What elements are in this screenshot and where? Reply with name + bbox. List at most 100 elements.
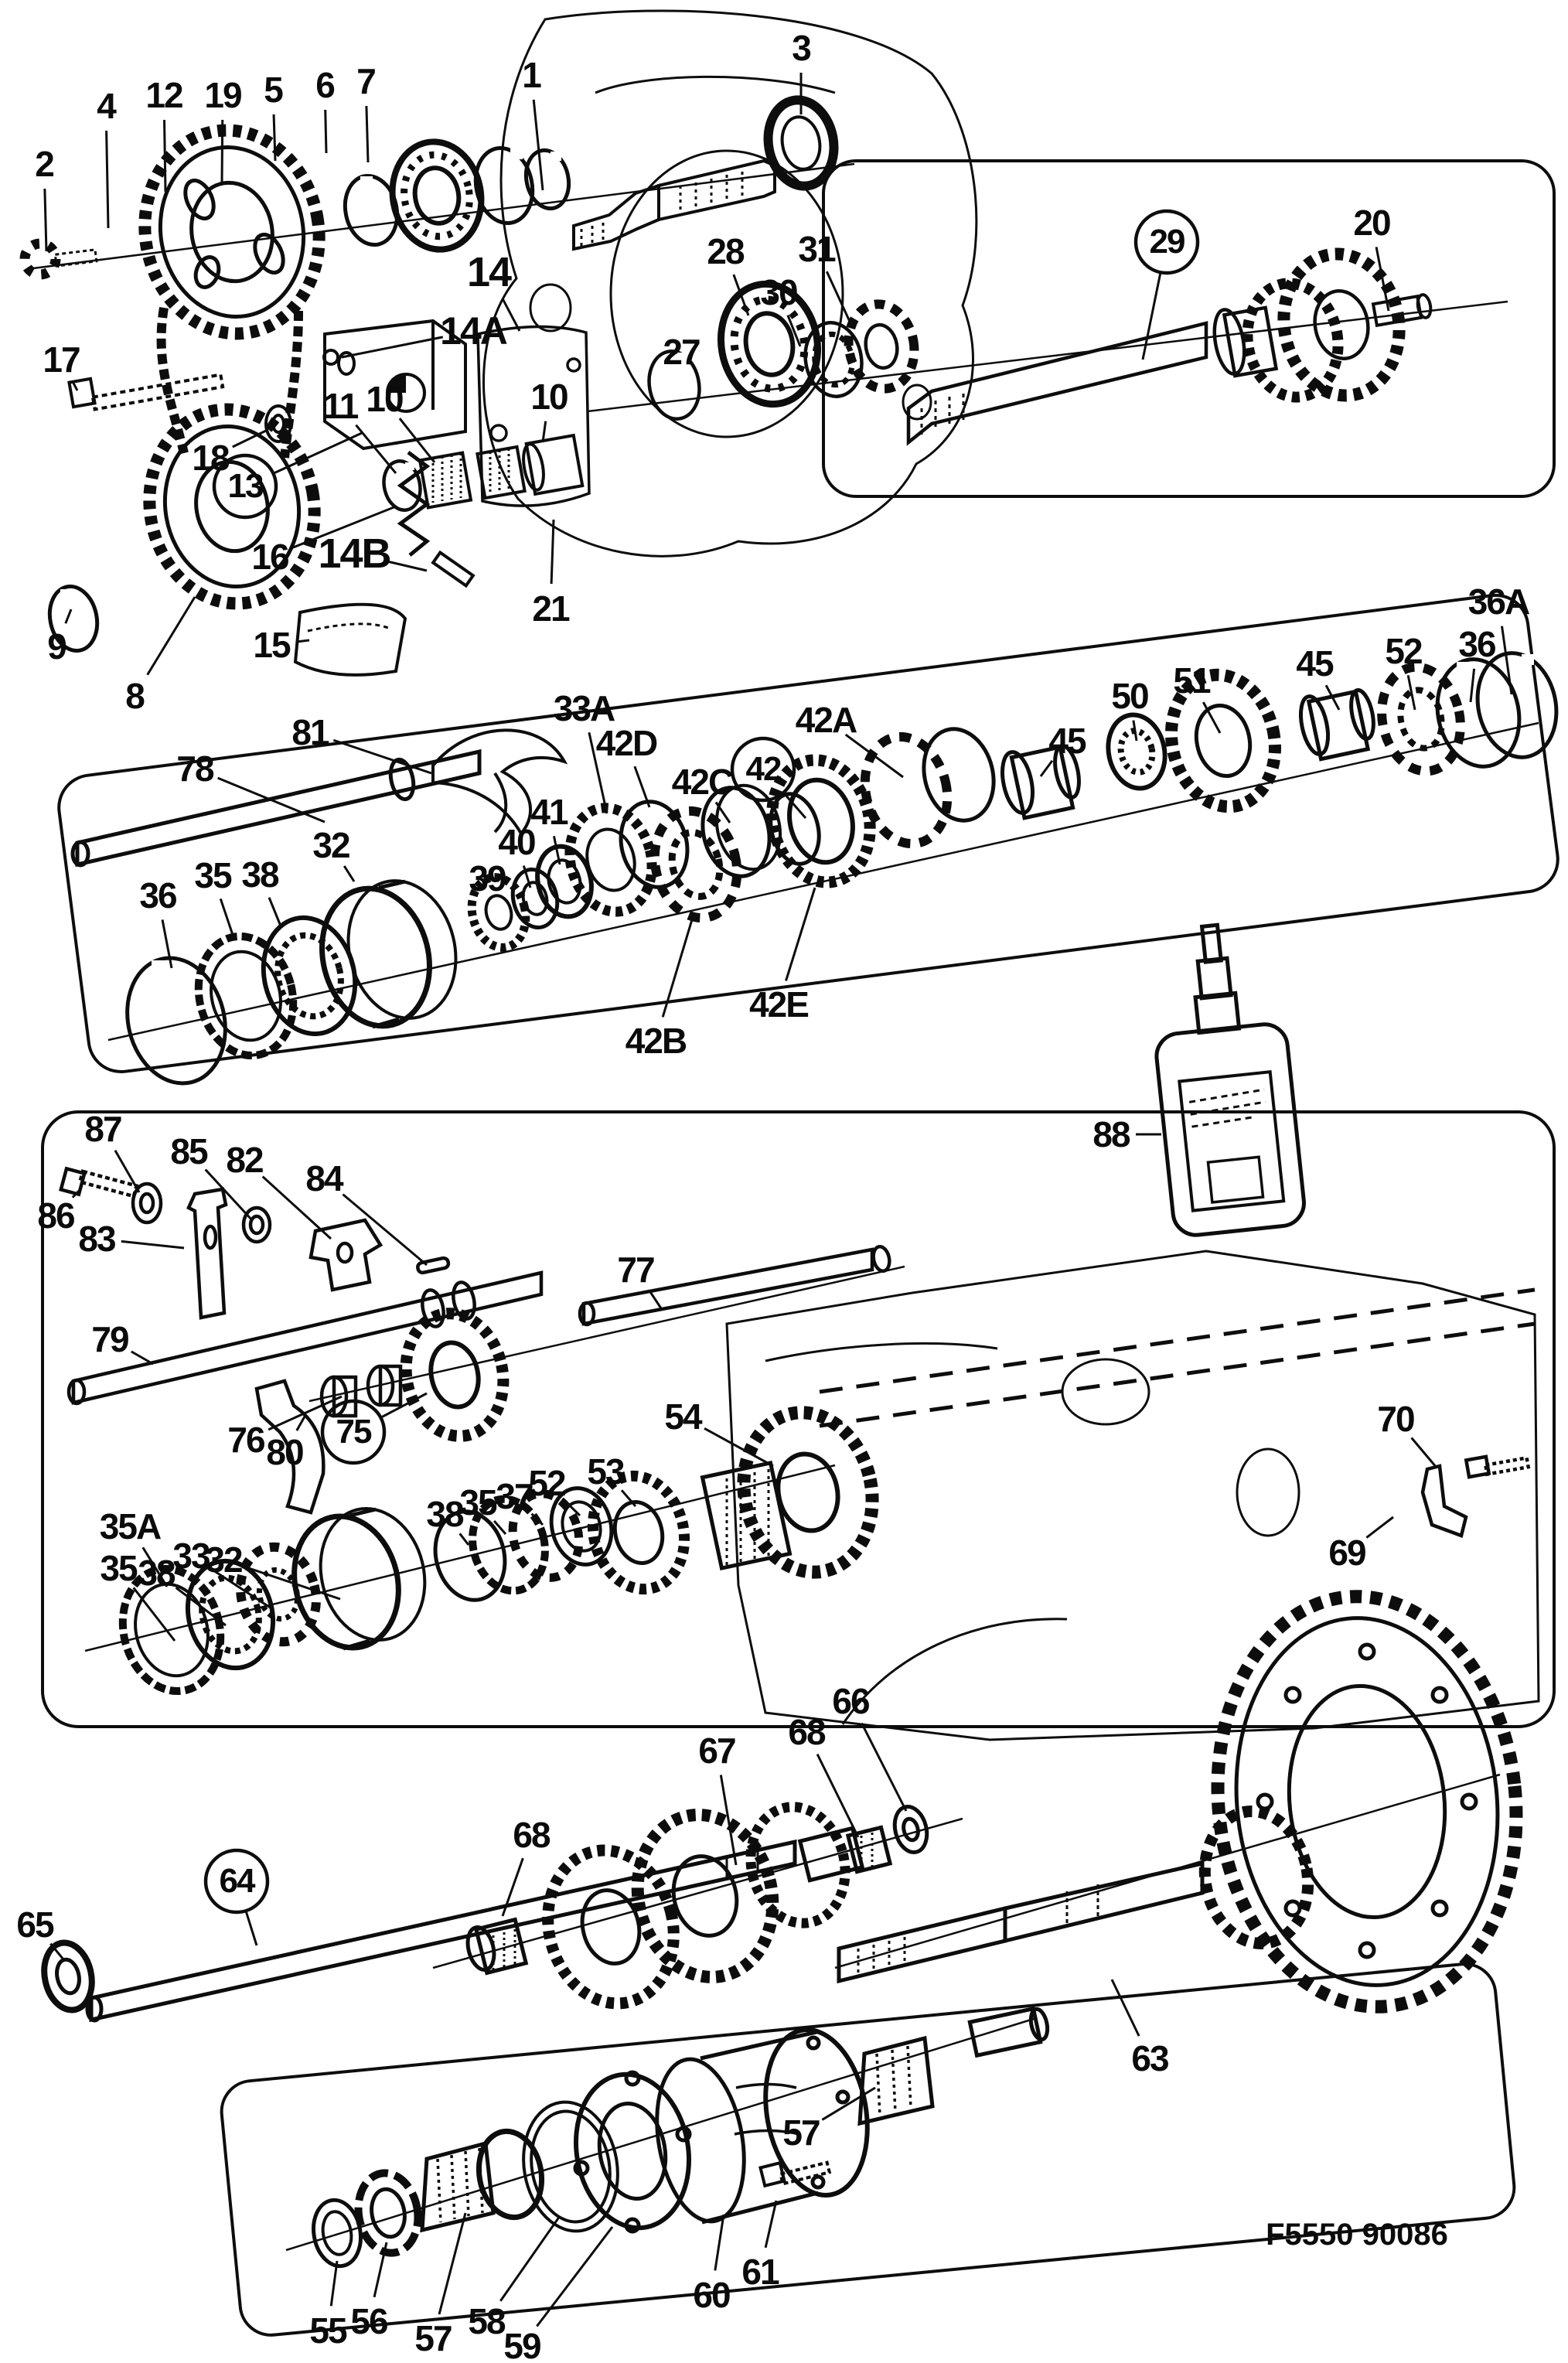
leader-53 (620, 1489, 637, 1507)
gear-set-band (70, 651, 1559, 1086)
part-label-11: 11 (322, 386, 360, 426)
part-label-31: 31 (798, 229, 836, 269)
sprocket-4-12 (138, 124, 326, 340)
part-label-54: 54 (664, 1396, 702, 1437)
label-circle-29 (1133, 209, 1200, 275)
leader-75 (381, 1392, 428, 1418)
drive-pinion-gear (1198, 1805, 1314, 1949)
leader-45 (1039, 759, 1054, 777)
leader-7 (365, 105, 370, 163)
leader-14B (383, 559, 428, 572)
part-label-4: 4 (97, 86, 117, 126)
pin-84 (416, 1256, 451, 1275)
countershaft-64-group (41, 1839, 797, 2023)
leader-52 (563, 1499, 581, 1517)
leader-70 (1410, 1437, 1438, 1468)
part-label-70: 70 (1377, 1399, 1415, 1439)
leader-42C (714, 801, 731, 823)
part-label-67: 67 (698, 1730, 736, 1771)
leader-10 (398, 418, 436, 463)
leader-42B (661, 916, 694, 1018)
shift-fork-80 (254, 1379, 326, 1515)
leader-56 (373, 2242, 388, 2298)
part-label-75: 75 (336, 1413, 373, 1451)
stud-20 (1371, 293, 1433, 328)
part-label-36: 36 (139, 875, 177, 916)
part-label-68: 68 (513, 1815, 551, 1855)
part-label-10: 10 (366, 379, 404, 419)
washer-18-inner (271, 414, 285, 434)
leader-51 (1202, 701, 1222, 734)
main-shaft-29 (906, 247, 1406, 446)
gear-75 (400, 1308, 510, 1442)
part-label-64: 64 (219, 1862, 256, 1900)
bell-housing-outline (482, 9, 978, 558)
part-label-36a: 36A (1467, 581, 1530, 622)
valve-block-13 (323, 319, 467, 451)
bearing-5 (389, 138, 485, 253)
group-boxes (41, 159, 1559, 2337)
leader-5 (272, 114, 277, 162)
part-label-57: 57 (782, 2112, 820, 2153)
leader-35 (219, 898, 235, 938)
part-label-28: 28 (707, 231, 745, 271)
snap-ring-36-right (1435, 657, 1522, 769)
cluster-gear-group (465, 1802, 929, 2010)
part-label-76: 76 (227, 1420, 265, 1460)
washer-87 (131, 1182, 163, 1225)
group-box-differential (220, 1962, 1516, 2337)
shift-rail-78 (70, 748, 482, 868)
synchro-35-2r (469, 1495, 549, 1595)
leader-63 (1110, 1979, 1140, 2037)
leader-57 (438, 2212, 467, 2315)
selector-group (59, 1166, 1531, 1538)
shaft-64 (85, 1839, 797, 2023)
needle-bearing-68-right (845, 1825, 893, 1874)
locking-fluid-bottle-88 (1154, 922, 1306, 1237)
part-label-77: 77 (617, 1250, 655, 1290)
leader-57 (821, 2086, 876, 2121)
part-label-32: 32 (205, 1540, 243, 1580)
part-label-17: 17 (43, 339, 80, 380)
leader-41 (552, 836, 561, 865)
leader-59 (536, 2226, 614, 2327)
bushing-45-right (1298, 688, 1375, 762)
shift-fork-81 (431, 728, 568, 837)
spline-disc-42a (860, 727, 996, 849)
lock-washer-30 (803, 321, 864, 398)
selector-rail-79 (66, 1270, 544, 1406)
diff-housing-60 (655, 2027, 870, 2225)
leader-16 (292, 505, 397, 549)
part-label-69: 69 (1328, 1533, 1366, 1573)
crown-wheel-pinion-63 (837, 1590, 1523, 2013)
leader-68 (816, 1754, 860, 1838)
leader-60 (714, 2214, 725, 2271)
part-label-66: 66 (832, 1681, 870, 1721)
leader-77 (648, 1289, 663, 1309)
part-label-14a: 14A (440, 309, 508, 353)
part-label-45: 45 (1048, 721, 1086, 761)
leader-87 (114, 1150, 141, 1193)
part-label-83: 83 (78, 1219, 116, 1259)
leader-76 (268, 1395, 343, 1431)
gear-33a (564, 803, 657, 917)
leader-1 (532, 99, 544, 191)
part-label-10: 10 (530, 377, 568, 417)
input-shaft-1 (572, 159, 776, 251)
leader-42D (633, 766, 651, 808)
part-label-84: 84 (305, 1158, 343, 1199)
gear-housing-54 (725, 1250, 1540, 1741)
washer-66 (892, 1804, 929, 1855)
part-label-45: 45 (1296, 643, 1334, 684)
leader-8 (146, 596, 196, 676)
part-label-15: 15 (253, 625, 291, 665)
bearing-57-left (420, 2128, 545, 2233)
spring-16 (397, 451, 431, 557)
leader-42 (783, 793, 807, 819)
leader-35A (141, 1546, 169, 1587)
bolt-17 (67, 373, 225, 411)
bushing-21 (522, 433, 585, 496)
leader-32 (246, 1566, 341, 1601)
leader-lines (43, 73, 1513, 2327)
